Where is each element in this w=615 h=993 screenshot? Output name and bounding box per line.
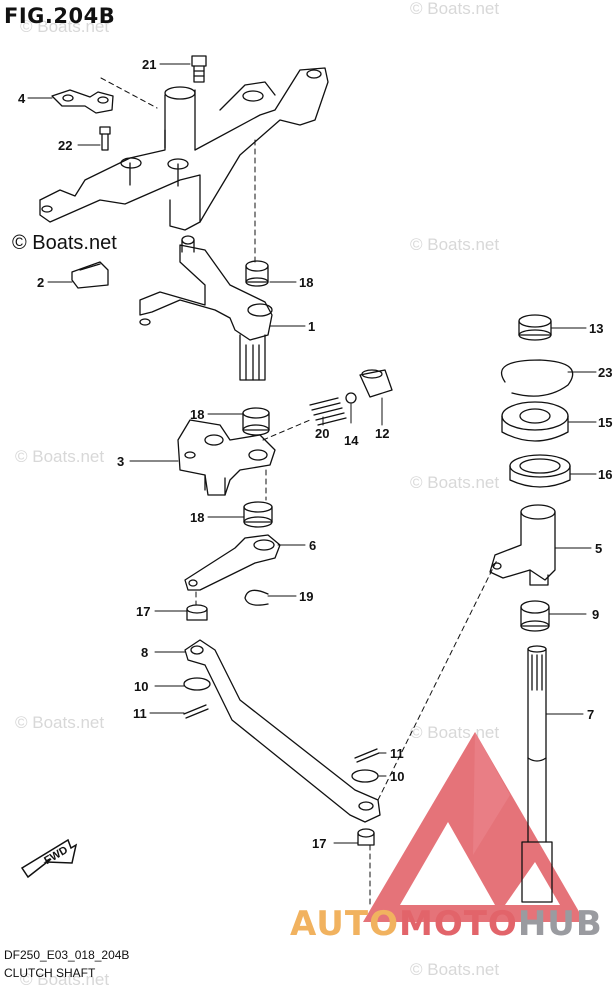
part-18-bushing-top xyxy=(245,260,269,287)
watermark: © Boats.net xyxy=(15,713,104,732)
part-12-sleeve xyxy=(359,369,393,398)
callout-11: 11 xyxy=(133,706,147,721)
callout-18: 18 xyxy=(190,407,204,422)
callout-8: 8 xyxy=(141,645,148,660)
callout-9: 9 xyxy=(592,607,599,622)
part-10-washer xyxy=(351,769,379,783)
callout-12: 12 xyxy=(375,426,389,441)
watermark: © Boats.net xyxy=(410,235,499,254)
part-20-spring xyxy=(309,397,347,426)
callout-1: 1 xyxy=(308,319,315,334)
callout-4: 4 xyxy=(18,91,26,106)
fwd-label: FWD xyxy=(42,844,70,867)
part-15-bearing xyxy=(501,401,569,442)
callout-19: 19 xyxy=(299,589,313,604)
part-2-clip xyxy=(71,261,109,289)
leader-lines xyxy=(27,63,597,844)
part-11-pin xyxy=(183,704,209,719)
part-3-holder xyxy=(177,419,276,496)
part-23-circlip xyxy=(500,359,574,397)
callout-18: 18 xyxy=(190,510,204,525)
watermark: © Boats.net xyxy=(20,17,109,36)
callout-labels: 21 4 22 2 18 1 13 23 15 16 5 18 3 20 14 … xyxy=(18,57,612,851)
alignment-lines xyxy=(100,77,498,906)
part-17-bushing-top xyxy=(186,604,208,621)
part-21-bolt xyxy=(191,55,207,83)
callout-16: 16 xyxy=(598,467,612,482)
callout-14: 14 xyxy=(344,433,359,448)
automotohub-logo-triangle xyxy=(363,732,585,922)
callout-6: 6 xyxy=(309,538,316,553)
callout-2: 2 xyxy=(37,275,44,290)
watermark: © Boats.net xyxy=(410,960,499,979)
callout-21: 21 xyxy=(142,57,156,72)
automotohub-logo: AUTOMOTOHUB xyxy=(290,904,603,944)
callout-17: 17 xyxy=(312,836,326,851)
watermark: © Boats.net xyxy=(410,473,499,492)
callout-15: 15 xyxy=(598,415,612,430)
callout-22: 22 xyxy=(58,138,72,153)
brand-part-3: HUB xyxy=(517,904,603,944)
callout-10: 10 xyxy=(390,769,404,784)
watermark: © Boats.net xyxy=(20,970,109,988)
part-5-housing xyxy=(489,504,556,586)
callout-17: 17 xyxy=(136,604,150,619)
part-22-bolt xyxy=(99,126,111,151)
watermark: © Boats.net xyxy=(410,723,499,742)
part-1-shift-lever xyxy=(139,235,273,381)
part-9-bushing xyxy=(520,600,550,632)
part-19-clip xyxy=(244,589,269,606)
part-18-bushing-mid xyxy=(242,407,270,436)
figure-title: FIG.204B xyxy=(4,4,116,28)
watermark: © Boats.net xyxy=(15,447,104,466)
watermarks: © Boats.net © Boats.net © Boats.net © Bo… xyxy=(15,0,499,989)
part-13-plug xyxy=(518,314,552,341)
part-10-washer xyxy=(183,677,211,691)
callout-5: 5 xyxy=(595,541,602,556)
part-6-lever xyxy=(184,534,281,591)
callout-13: 13 xyxy=(589,321,603,336)
brand-part-1: AUTO xyxy=(290,904,399,944)
part-18-bushing-low xyxy=(243,501,273,528)
fwd-arrow-icon: FWD xyxy=(20,838,78,879)
callout-3: 3 xyxy=(117,454,124,469)
callout-11: 11 xyxy=(390,746,404,761)
part-14-ball xyxy=(345,392,357,404)
brand-part-2: MOTO xyxy=(398,904,518,944)
callout-10: 10 xyxy=(134,679,148,694)
upper-bracket xyxy=(39,67,329,231)
watermark: © Boats.net xyxy=(410,0,499,18)
figure-code: DF250_E03_018_204B xyxy=(4,948,130,962)
part-16-seal xyxy=(509,454,571,488)
callout-20: 20 xyxy=(315,426,329,441)
callout-18: 18 xyxy=(299,275,313,290)
part-8-link-rod xyxy=(184,639,381,823)
callout-7: 7 xyxy=(587,707,594,722)
part-4-plate xyxy=(51,89,114,114)
part-11-pin xyxy=(354,748,380,763)
callout-23: 23 xyxy=(598,365,612,380)
part-17-bushing-low xyxy=(357,828,375,846)
figure-caption: CLUTCH SHAFT xyxy=(4,966,96,980)
part-7-clutch-shaft xyxy=(521,645,553,903)
boats-net-tag: © Boats.net xyxy=(12,232,117,254)
